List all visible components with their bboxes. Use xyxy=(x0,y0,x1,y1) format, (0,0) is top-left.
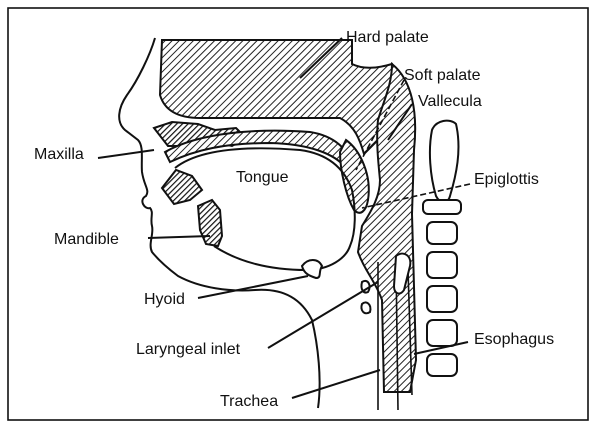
label-tongue: Tongue xyxy=(236,169,289,186)
upper-teeth xyxy=(162,170,202,204)
label-mandible: Mandible xyxy=(54,231,119,248)
epiglottis-shape xyxy=(430,121,459,202)
mandible-teeth xyxy=(198,200,222,246)
hyoid-shape xyxy=(302,260,322,278)
label-trachea: Trachea xyxy=(220,393,278,410)
label-hard-palate: Hard palate xyxy=(346,29,429,46)
label-vallecula: Vallecula xyxy=(418,93,482,110)
label-epiglottis: Epiglottis xyxy=(474,171,539,188)
label-maxilla: Maxilla xyxy=(34,146,84,163)
label-esophagus: Esophagus xyxy=(474,331,554,348)
label-hyoid: Hyoid xyxy=(144,291,185,308)
cervical-vertebrae xyxy=(423,200,461,376)
laryngeal-inlet-ring-2 xyxy=(361,302,370,313)
label-laryngeal-inlet: Laryngeal inlet xyxy=(136,341,241,358)
label-soft-palate: Soft palate xyxy=(404,67,481,84)
